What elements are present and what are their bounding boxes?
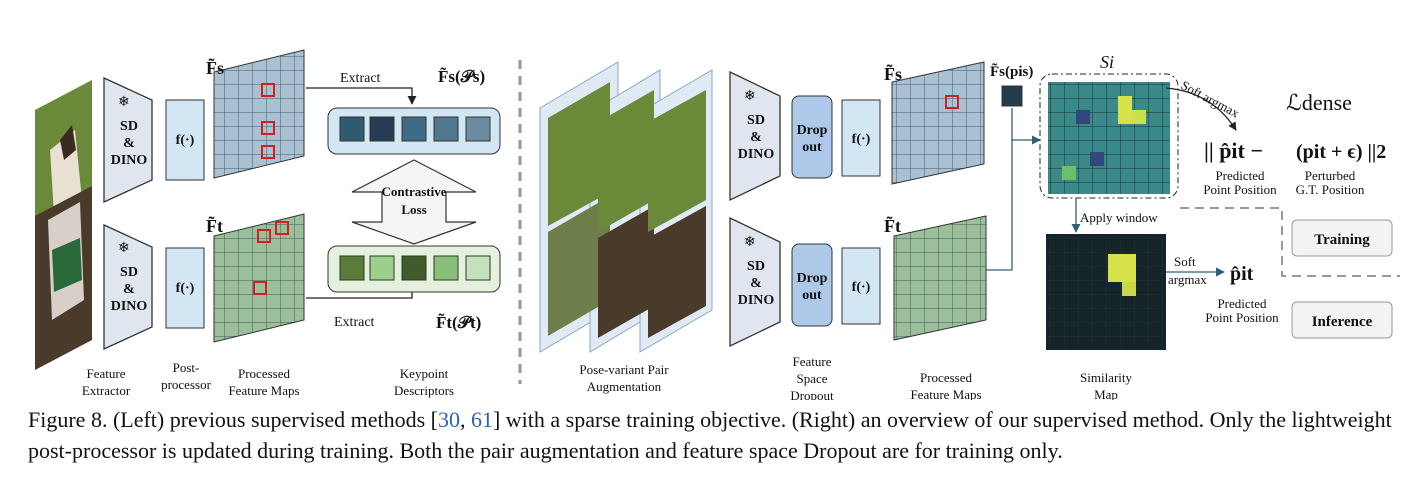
descriptor-patches-source: [339, 116, 491, 142]
point-feature-label: F̃s(pis): [990, 63, 1033, 80]
training-label: Training: [1314, 232, 1370, 248]
desc-target-label: F̃t(𝒫t): [436, 312, 481, 332]
caption-suffix: ] with a sparse training objective. (Rig…: [28, 407, 1392, 463]
post-text-right-bottom: f(·): [852, 280, 871, 295]
post-processor-top: [165, 99, 205, 181]
extractor-text-right-top: SD&DINO: [738, 113, 775, 162]
soft-argmax-arrow-top: [1165, 87, 1237, 131]
apply-window-label: Apply window: [1080, 210, 1158, 225]
extractor-text-bottom: SD&DINO: [111, 265, 148, 314]
training-bracket: [1180, 207, 1400, 277]
figure-caption: Figure 8. (Left) previous supervised met…: [28, 404, 1418, 466]
citation-61[interactable]: 61: [470, 407, 493, 432]
feature-map-target-left: [213, 213, 305, 343]
caption-sep: ,: [459, 407, 471, 432]
caption-prefix: Figure 8. (Left) previous supervised met…: [28, 407, 438, 432]
descriptor-patches-target: [339, 255, 491, 281]
extract-bottom-label: Extract: [334, 315, 375, 330]
contrastive-loss-arrow: [351, 159, 477, 245]
feature-extractor-top: ❄: [103, 76, 153, 204]
feature-extractor-bottom: ❄: [103, 223, 153, 351]
bottom-label-post-processor: Post-processor: [161, 360, 211, 392]
feature-map-target-right: [893, 215, 987, 341]
dropout-top: [791, 95, 833, 179]
citation-30[interactable]: 30: [437, 407, 460, 432]
predicted-point-2-line2: Point Position: [1205, 310, 1279, 325]
inference-label: Inference: [1312, 314, 1373, 330]
training-box: [1291, 219, 1393, 257]
extract-top-label: Extract: [340, 71, 381, 86]
soft-argmax-2-line1: Soft: [1174, 254, 1196, 269]
post-text-right-top: f(·): [852, 132, 871, 147]
feature-extractor-right-bottom: ❄: [729, 216, 781, 348]
feature-map-source-left: [213, 49, 305, 179]
feature-map-source-right: [891, 61, 985, 185]
snowflake-icon: ❄: [744, 89, 756, 104]
inference-box: [1291, 301, 1393, 339]
predicted-point-2-line1: Predicted: [1217, 296, 1267, 311]
perturbed-line1: Perturbed: [1305, 168, 1356, 183]
post-text-bottom: f(·): [176, 281, 195, 296]
p-hat-label: p̂it: [1230, 263, 1254, 285]
desc-source-label: F̃s(𝒫s): [438, 66, 485, 86]
loss-label: ℒdense: [1286, 90, 1352, 115]
perturbed-line2: G.T. Position: [1296, 182, 1365, 197]
contrastive-loss-line2: Loss: [401, 202, 426, 217]
post-processor-bottom: [165, 247, 205, 329]
feature-source-label-right: F̃s: [884, 64, 902, 84]
target-to-sim-line: [986, 108, 1013, 271]
similarity-map-dense: [1048, 82, 1170, 194]
loss-formula-left: || p̂it −: [1204, 138, 1263, 163]
soft-argmax-2-line2: argmax: [1168, 272, 1207, 287]
feature-target-label: F̃t: [206, 216, 223, 236]
predicted-point-line2: Point Position: [1203, 182, 1277, 197]
similarity-map-windowed: [1046, 234, 1166, 350]
dropout-bottom: [791, 243, 833, 327]
snowflake-icon: ❄: [744, 235, 756, 250]
post-processor-right-bottom: [841, 247, 881, 325]
extractor-text-top: SD&DINO: [111, 119, 148, 168]
figure-diagram: ❄ ❄ F̃s F̃t Extract Extract: [35, 49, 1400, 400]
snowflake-icon: ❄: [118, 241, 130, 256]
feature-source-label: F̃s: [206, 58, 224, 78]
soft-argmax-label: Soft argmax: [1179, 77, 1243, 120]
snowflake-icon: ❄: [118, 95, 130, 110]
loss-formula-right: (pit + ϵ) ||2: [1296, 141, 1386, 163]
point-feature: [1001, 85, 1023, 107]
feature-extractor-right-top: ❄: [729, 70, 781, 202]
multiline-labels: SD&DINO SD&DINO f(·) f(·) SD&DINO SD&DINO Drop…: [82, 113, 1133, 400]
post-text-top: f(·): [176, 133, 195, 148]
predicted-point-line1: Predicted: [1215, 168, 1265, 183]
extract-arrow-top: [306, 87, 417, 105]
post-processor-right-top: [841, 99, 881, 177]
contrastive-loss-line1: Contrastive: [382, 184, 447, 199]
extractor-text-right-bottom: SD&DINO: [738, 259, 775, 308]
augmented-pairs: [539, 61, 713, 353]
sim-label: Si: [1100, 52, 1114, 72]
sim-map-frame: [1039, 73, 1179, 199]
target-cat-image: [35, 186, 92, 370]
feature-target-label-right: F̃t: [884, 216, 901, 236]
